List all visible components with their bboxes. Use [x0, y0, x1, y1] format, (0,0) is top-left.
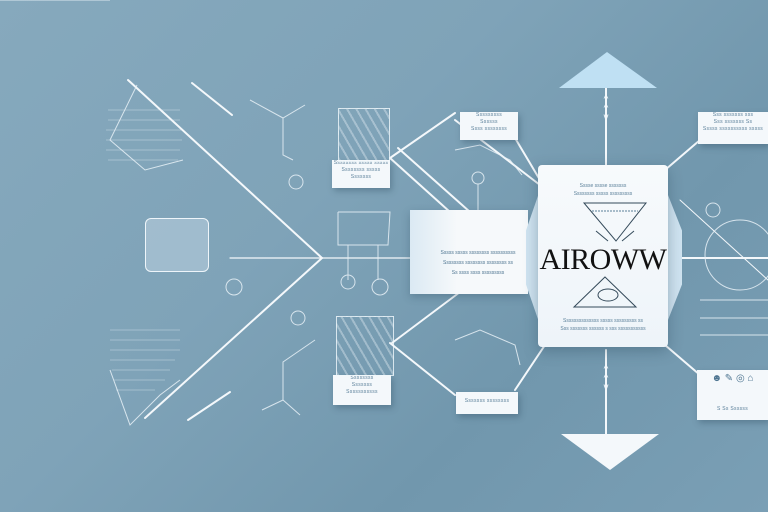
- card-line: Sssssss ssssssss: [464, 398, 510, 404]
- main-card-caption: Ssssssssssssss sssss sssssssss ss: [562, 318, 643, 324]
- briefcase-sketch-icon: [145, 218, 209, 272]
- main-card: Sssse sssse sssssss Ssssssss sssss sssss…: [538, 165, 668, 347]
- center-panel: Sssss sssss ssssssss ssssssssss Ssssssss…: [410, 210, 528, 294]
- main-card-caption: Ssssssss sssss sssssssss: [573, 191, 633, 197]
- card-line: Ssssssss sssss sssss: [333, 160, 389, 166]
- center-panel-line: Ss ssss ssss sssssssss: [451, 270, 505, 276]
- funnel-icon: [582, 202, 648, 242]
- main-card-right-wing: [666, 190, 682, 325]
- hatched-panel-bottom-left: [336, 316, 394, 376]
- hatched-panel-top-left: [338, 108, 390, 162]
- card-line: Ssss ssssssss: [470, 126, 508, 132]
- main-card-left-wing: [526, 190, 540, 325]
- up-arrow-icon: [559, 52, 657, 88]
- card-line: Sss sssssss sss: [712, 112, 754, 118]
- main-card-caption: Sss sssssss ssssss s sss sssssssssss: [560, 326, 646, 332]
- bottom-left-card: Ssssssss Sssssss Sssssssssss: [333, 375, 391, 405]
- down-chevrons: ^^v: [603, 364, 609, 393]
- card-line: Sssssssss: [475, 112, 503, 118]
- top-left-card: Ssssssss sssss sssss Ssssssss sssss Ssss…: [332, 160, 390, 188]
- card-line: Sssss ssssssssss sssss: [702, 126, 764, 132]
- bottom-right-card: ☻ ✎ ◎ ⌂ S Ss Ssssss: [697, 370, 768, 420]
- triangle-loop-icon: [572, 276, 638, 308]
- bottom-center-card: Sssssss ssssssss: [456, 392, 518, 414]
- top-right-card: Sss sssssss sss Sss sssssss Ss Sssss sss…: [698, 112, 768, 144]
- card-line: Ssssssss sssss: [341, 167, 381, 173]
- down-arrow-icon: [561, 434, 659, 470]
- main-card-caption: Sssse sssse sssssss: [579, 183, 627, 189]
- card-line: Sssssss: [350, 174, 372, 180]
- card-line: Sssssss: [351, 382, 373, 388]
- up-chevrons: ^^v: [603, 94, 609, 123]
- center-panel-line: Ssssssss ssssssss ssssssss ss: [442, 260, 513, 266]
- card-line: Ssssssss: [350, 375, 374, 381]
- center-panel-line: Sssss sssss ssssssss ssssssssss: [440, 250, 516, 256]
- card-line: Sssssssssss: [346, 389, 378, 395]
- card-line: Ssssss: [480, 119, 498, 125]
- main-card-title: AIROWW: [539, 243, 667, 276]
- card-line: Sss sssssss Ss: [713, 119, 753, 125]
- top-center-card: Sssssssss Ssssss Ssss ssssssss: [460, 112, 518, 140]
- card-line: S Ss Ssssss: [716, 406, 749, 412]
- doodle-icons: ☻ ✎ ◎ ⌂: [711, 373, 754, 384]
